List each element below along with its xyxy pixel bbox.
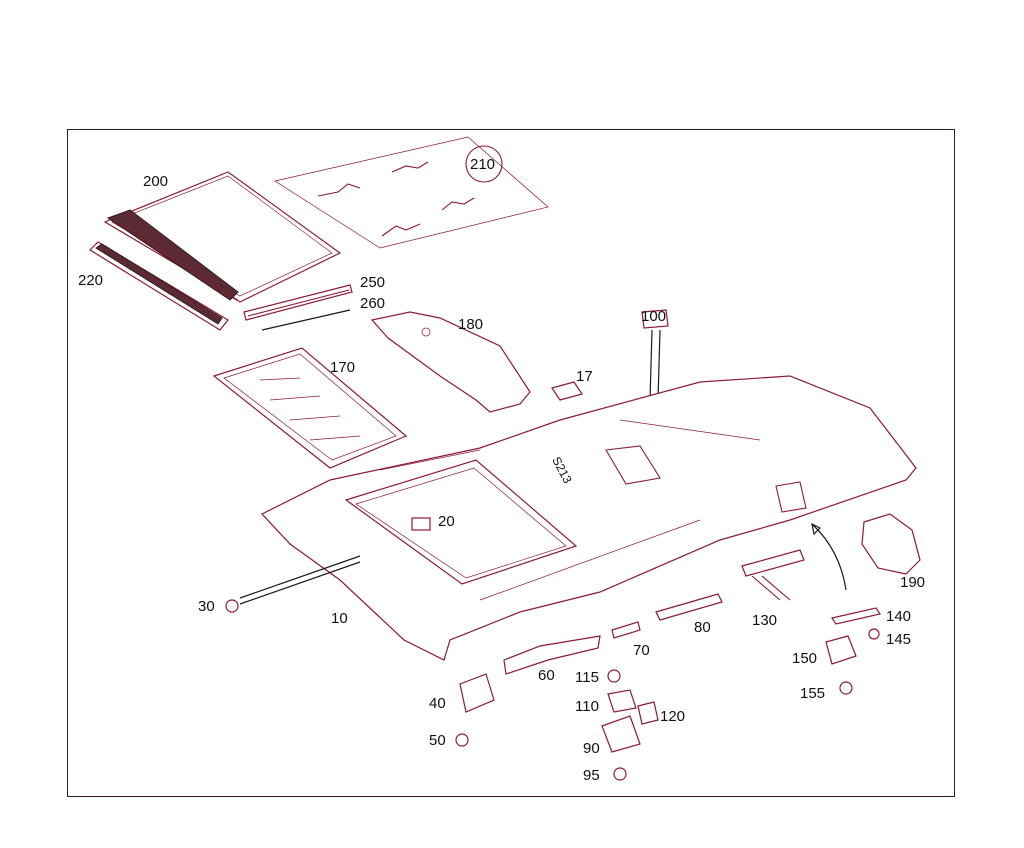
part-170-sunshade: [212, 347, 408, 469]
part-120-bracket: [637, 701, 659, 725]
part-260-strip: [261, 309, 351, 331]
part-40-bracket: [459, 673, 495, 713]
label-155: 155: [800, 685, 826, 702]
part-70-clip: [611, 621, 641, 639]
label-260: 260: [360, 295, 386, 312]
label-115: 115: [575, 669, 599, 686]
label-140: 140: [886, 608, 912, 625]
part-180-pad: [370, 311, 531, 413]
part-80-trim: [655, 593, 723, 621]
part-17-pad: [551, 381, 583, 401]
label-210: 210: [470, 156, 496, 173]
label-180: 180: [458, 316, 484, 333]
label-170: 170: [330, 359, 356, 376]
label-150: 150: [792, 650, 818, 667]
part-220-rail: [89, 241, 229, 331]
part-140-plate: [831, 607, 881, 625]
label-80: 80: [694, 619, 711, 636]
part-130-trim: [741, 549, 805, 601]
label-10: 10: [331, 610, 348, 627]
label-200: 200: [143, 173, 169, 190]
label-50: 50: [429, 732, 446, 749]
part-250-strip: [243, 284, 353, 321]
label-110: 110: [575, 698, 599, 715]
label-60: 60: [538, 667, 555, 684]
label-100: 100: [641, 308, 667, 325]
label-30: 30: [198, 598, 215, 615]
label-145: 145: [886, 631, 912, 648]
part-30-clip: [225, 555, 361, 613]
part-200-roof-panel: [103, 171, 342, 303]
part-90-hook: [601, 715, 641, 753]
label-120: 120: [660, 708, 686, 725]
label-70: 70: [633, 642, 650, 659]
label-90: 90: [583, 740, 600, 757]
label-250: 250: [360, 274, 386, 291]
part-110-clip: [607, 689, 637, 713]
part-150-hook: [825, 635, 857, 665]
part-190-bracket: [861, 513, 921, 575]
label-220: 220: [78, 272, 104, 289]
part-60-trim: [503, 635, 601, 675]
label-17: 17: [576, 368, 593, 385]
diagram-frame: [67, 129, 955, 797]
part-155-screw: [839, 681, 853, 695]
part-50-screw: [455, 733, 469, 747]
part-210-clip-set: [274, 136, 549, 249]
part-115-nut: [607, 669, 621, 683]
label-40: 40: [429, 695, 446, 712]
part-145-screw: [868, 628, 880, 640]
label-20: 20: [438, 513, 455, 530]
label-190: 190: [900, 574, 926, 591]
part-10-headliner: [261, 375, 917, 661]
part-95-screw: [613, 767, 627, 781]
label-130: 130: [752, 612, 778, 629]
label-95: 95: [583, 767, 600, 784]
